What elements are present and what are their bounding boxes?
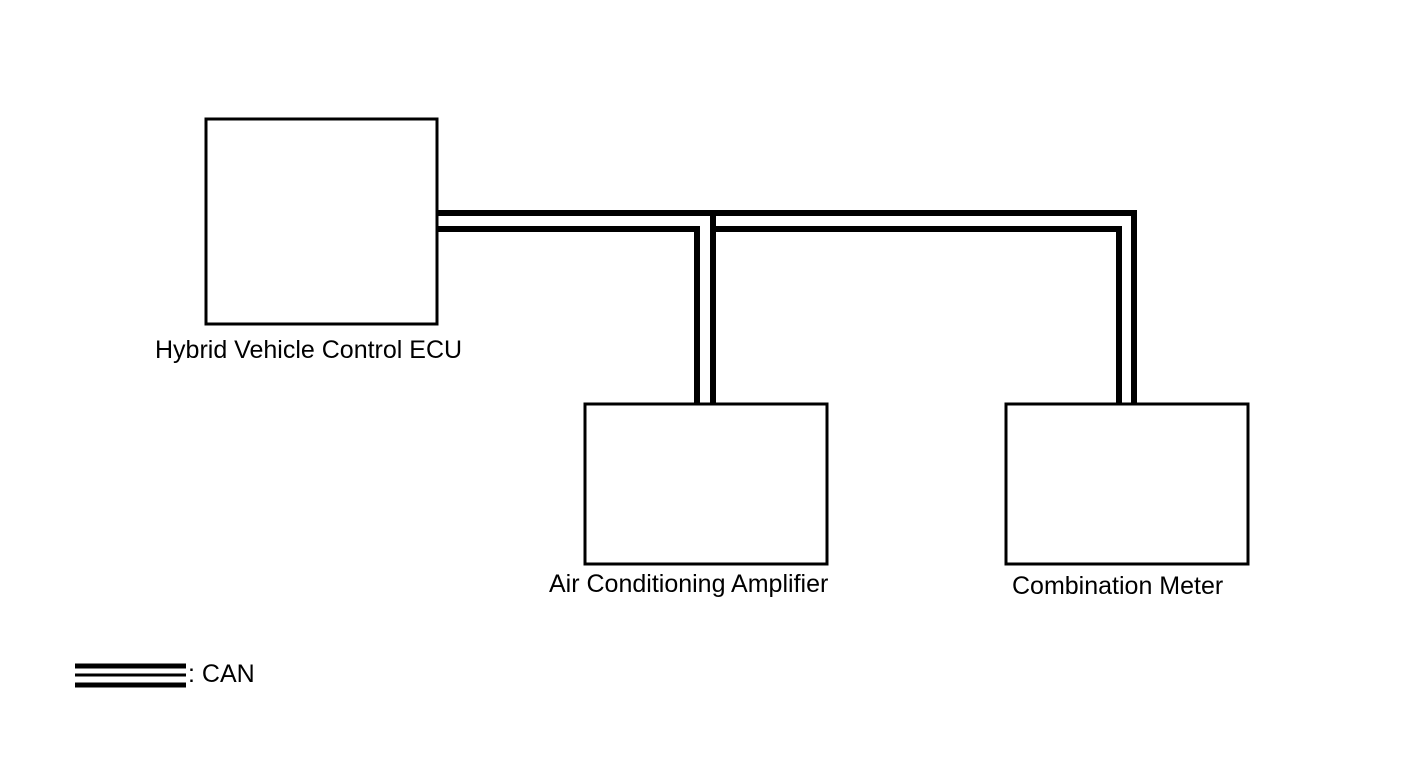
hybrid-vehicle-control-ecu-box [204,117,439,326]
can-line-outer [437,210,1137,404]
can-line-inner-ac [437,226,700,404]
can-legend-label: : CAN [188,660,255,688]
combination-meter-label: Combination Meter [1012,572,1223,600]
air-conditioning-amplifier-label: Air Conditioning Amplifier [549,570,828,598]
combination-meter-box [1004,402,1250,566]
can-bus-lines [437,210,1137,404]
hybrid-vehicle-control-ecu-label: Hybrid Vehicle Control ECU [155,336,462,364]
can-legend-symbol [75,663,186,688]
air-conditioning-amplifier-box [583,402,829,566]
can-line-inner-meter [713,226,1122,404]
legend: : CAN [75,660,255,688]
